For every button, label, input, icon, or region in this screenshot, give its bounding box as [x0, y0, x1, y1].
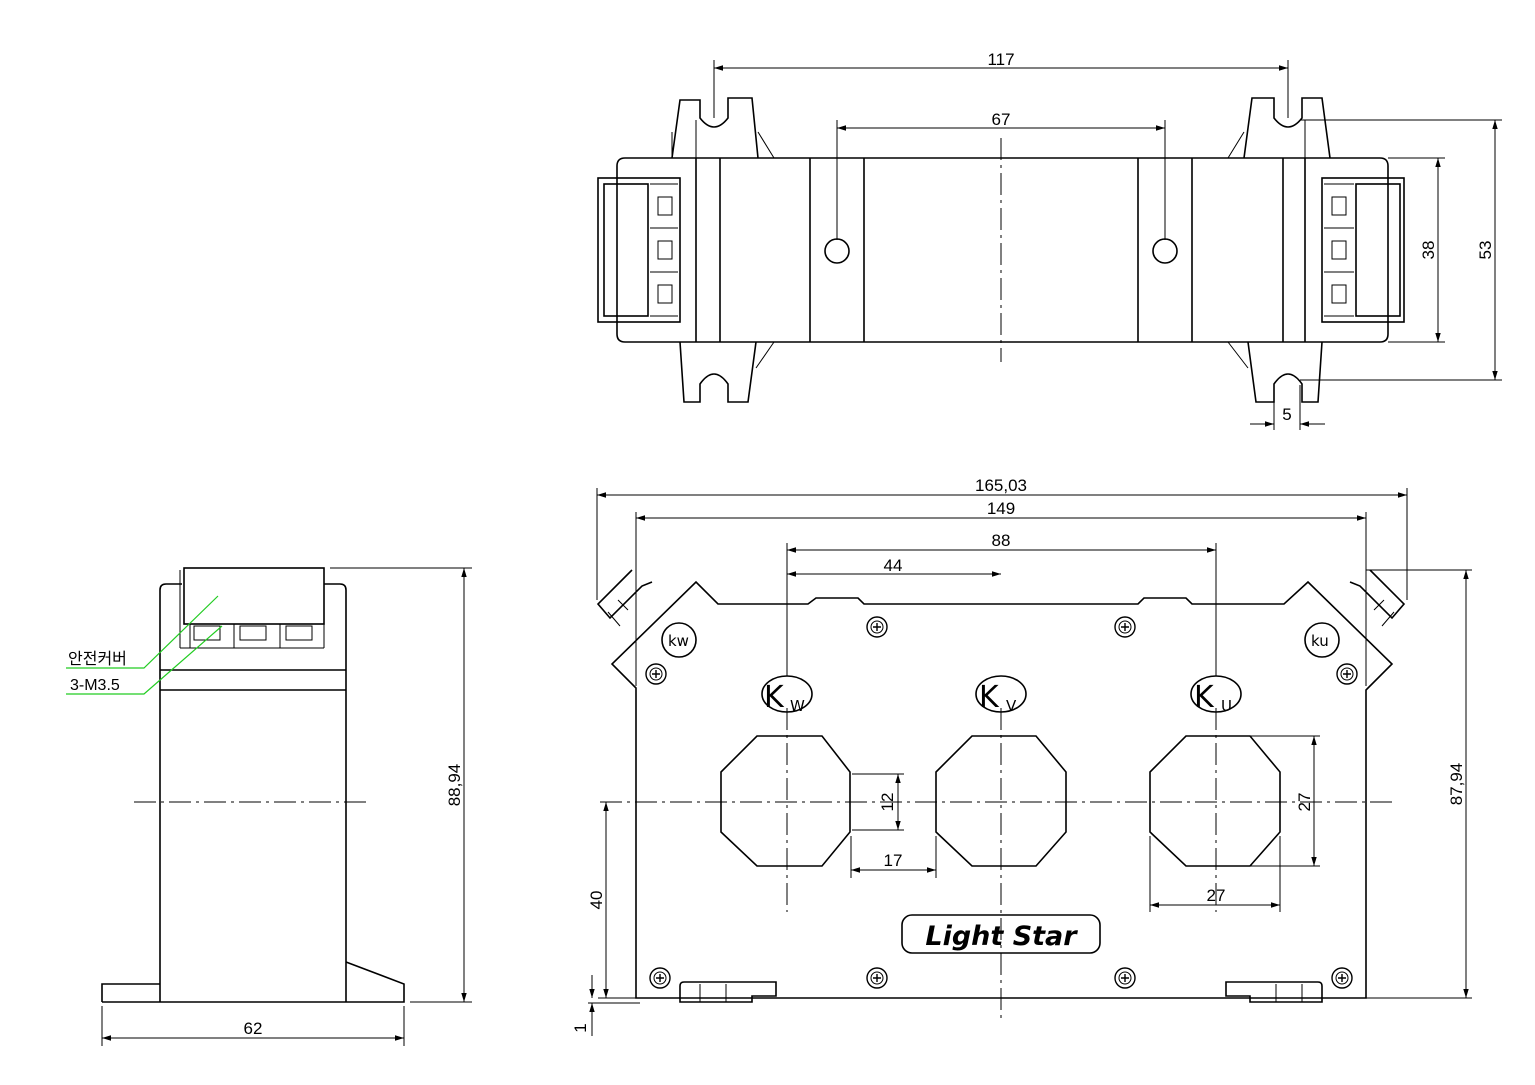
dim-53: 53: [1476, 241, 1495, 260]
dim-62: 62: [244, 1019, 263, 1038]
dim-38: 38: [1419, 241, 1438, 260]
label-ku-letter: K: [1194, 680, 1215, 715]
dim-44: 44: [884, 556, 903, 575]
label-kw-letter: K: [764, 680, 785, 715]
side-view: 안전커버 3-M3.5 88,94 62: [66, 567, 472, 1046]
dim-40: 40: [587, 891, 606, 910]
top-view: 117 67 38 53 5: [597, 50, 1502, 430]
tag-kw: kw: [668, 632, 689, 650]
dim-12: 12: [878, 793, 897, 812]
dim-88: 88: [992, 531, 1011, 550]
label-ku-sub: U: [1221, 697, 1232, 715]
dim-67: 67: [992, 110, 1011, 129]
dim-117: 117: [987, 50, 1014, 69]
dim-88-94: 88,94: [445, 764, 464, 807]
dim-17: 17: [884, 851, 903, 870]
label-kv-sub: V: [1006, 697, 1017, 715]
callout-screw: 3-M3.5: [70, 677, 120, 694]
dim-27-horizontal: 27: [1207, 886, 1226, 905]
dim-149: 149: [987, 499, 1015, 518]
label-kw-sub: W: [790, 697, 805, 715]
label-kv-letter: K: [979, 680, 1000, 715]
dim-1: 1: [571, 1023, 590, 1032]
front-view: K W K V K U kw ku Light Star 165,03 149 …: [571, 476, 1472, 1036]
dim-27-vertical: 27: [1295, 793, 1314, 812]
brand-logo: Light Star: [925, 921, 1078, 952]
callout-safety-cover: 안전커버: [68, 650, 127, 668]
tag-ku: ku: [1311, 632, 1329, 650]
dim-87-94: 87,94: [1447, 763, 1466, 806]
dim-5: 5: [1282, 405, 1291, 424]
dim-165-03: 165,03: [975, 476, 1027, 495]
